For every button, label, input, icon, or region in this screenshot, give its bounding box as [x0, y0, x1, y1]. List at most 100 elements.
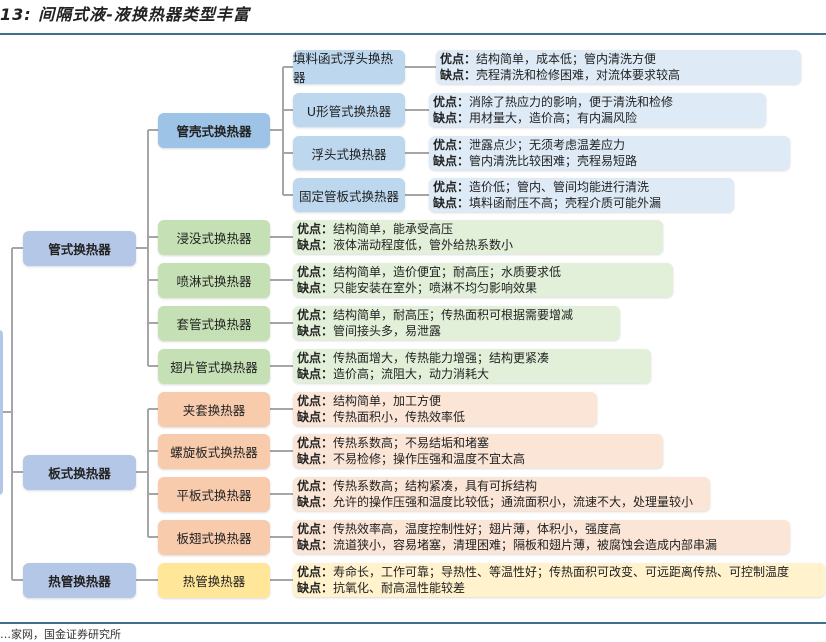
con-label: 缺点： [297, 367, 334, 381]
top-rule [0, 33, 826, 35]
bottom-rule [0, 622, 826, 624]
figure-title: 13: 间隔式液-液换热器类型丰富 [0, 5, 250, 24]
con-text: 管内清洗比较困难；壳程易短路 [469, 154, 638, 168]
con-line: 缺点：传热面积小，传热效率低 [297, 409, 593, 425]
pro-label: 优点： [297, 351, 334, 365]
node-tube-exchanger: 管式换热器 [23, 231, 136, 266]
pro-label: 优点： [297, 436, 334, 450]
shell-tube-0-node: 填料函式浮头换热器 [293, 50, 405, 85]
con-label: 缺点： [297, 238, 334, 252]
shell-tube-2-description: 优点：泄露点少；无须考虑温差应力缺点：管内清洗比较困难；壳程易短路 [429, 136, 790, 170]
pro-line: 优点：传热系数高；结构紧凑，具有可拆结构 [297, 478, 706, 494]
heat-pipe-description: 优点：寿命长，工作可靠；导热性、等温性好；传热面积可改变、可远距离传热、可控制温… [293, 563, 825, 597]
con-label: 缺点： [433, 111, 470, 125]
con-label: 缺点： [433, 196, 470, 210]
shell-tube-3-description: 优点：造价低；管内、管间均能进行清洗缺点：填料函耐压不高；壳程介质可能外漏 [429, 178, 734, 212]
con-label: 缺点： [297, 495, 334, 509]
pro-text: 传热系数高；不易结垢和堵塞 [333, 436, 490, 450]
tube-type-2-description: 优点：结构简单，耐高压；传热面积可根据需要增减缺点：管间接头多，易泄露 [293, 306, 620, 340]
pro-line: 优点：寿命长，工作可靠；导热性、等温性好；传热面积可改变、可远距离传热、可控制温… [297, 564, 821, 580]
pro-text: 结构简单，耐高压；传热面积可根据需要增减 [333, 308, 574, 322]
con-line: 缺点：壳程清洗和检修困难，对流体要求较高 [440, 67, 797, 83]
con-text: 管间接头多，易泄露 [333, 324, 442, 338]
con-label: 缺点： [297, 538, 334, 552]
pro-label: 优点： [297, 265, 334, 279]
con-label: 缺点： [297, 324, 334, 338]
plate-type-0-description: 优点：结构简单，加工方便缺点：传热面积小，传热效率低 [293, 392, 597, 426]
pro-label: 优点： [433, 95, 470, 109]
node-heat-pipe-exchanger: 热管换热器 [23, 563, 136, 598]
con-line: 缺点：用材量大，造价高；有内漏风险 [433, 110, 762, 126]
plate-type-1-description: 优点：传热系数高；不易结垢和堵塞缺点：不易检修；操作压强和温度不宜太高 [293, 434, 663, 468]
con-line: 缺点：抗氧化、耐高温性能较差 [297, 580, 821, 596]
pro-line: 优点：结构简单，加工方便 [297, 393, 593, 409]
con-text: 壳程清洗和检修困难，对流体要求较高 [476, 68, 681, 82]
con-label: 缺点： [433, 154, 470, 168]
con-label: 缺点： [440, 68, 477, 82]
shell-tube-0-description: 优点：结构简单，成本低；管内清洗方便缺点：壳程清洗和检修困难，对流体要求较高 [436, 50, 801, 84]
tube-type-0-description: 优点：结构简单，能承受高压缺点：液体湍动程度低，管外给热系数小 [293, 220, 663, 254]
shell-tube-2-node: 浮头式换热器 [293, 136, 405, 170]
con-line: 缺点：不易检修；操作压强和温度不宜太高 [297, 451, 659, 467]
con-text: 流道狭小，容易堵塞，清理困难；隔板和翅片薄，被腐蚀会造成内部串漏 [333, 538, 718, 552]
pro-line: 优点：结构简单，能承受高压 [297, 221, 659, 237]
con-label: 缺点： [297, 410, 334, 424]
plate-type-2-node: 平板式换热器 [158, 477, 270, 512]
pro-text: 传热面增大，传热能力增强；结构更紧凑 [333, 351, 550, 365]
source-note: …家网，国金证券研究所 [0, 628, 121, 641]
pro-line: 优点：结构简单，耐高压；传热面积可根据需要增减 [297, 307, 616, 323]
pro-label: 优点： [297, 522, 334, 536]
pro-label: 优点： [297, 308, 334, 322]
con-text: 只能安装在室外；喷淋不均匀影响效果 [333, 281, 538, 295]
pro-label: 优点： [297, 394, 334, 408]
pro-text: 结构简单，能承受高压 [333, 222, 454, 236]
con-line: 缺点：填料函耐压不高；壳程介质可能外漏 [433, 195, 730, 211]
con-text: 不易检修；操作压强和温度不宜太高 [333, 452, 526, 466]
pro-line: 优点：造价低；管内、管间均能进行清洗 [433, 179, 730, 195]
pro-line: 优点：结构简单，造价便宜；耐高压；水质要求低 [297, 264, 669, 280]
pro-label: 优点： [297, 565, 334, 579]
shell-tube-1-node: U形管式换热器 [293, 93, 405, 127]
con-line: 缺点：允许的操作压强和温度比较低；通流面积小，流速不大，处理量较小 [297, 494, 706, 510]
pro-line: 优点：传热效率高，温度控制性好；翅片薄，体积小，强度高 [297, 521, 786, 537]
node-plate-exchanger: 板式换热器 [23, 455, 136, 490]
con-line: 缺点：管间接头多，易泄露 [297, 323, 616, 339]
pro-label: 优点： [440, 52, 477, 66]
pro-text: 泄露点少；无须考虑温差应力 [469, 138, 626, 152]
con-label: 缺点： [297, 281, 334, 295]
tube-type-1-description: 优点：结构简单，造价便宜；耐高压；水质要求低缺点：只能安装在室外；喷淋不均匀影响… [293, 263, 673, 297]
pro-label: 优点： [297, 479, 334, 493]
pro-text: 造价低；管内、管间均能进行清洗 [469, 180, 650, 194]
con-line: 缺点：流道狭小，容易堵塞，清理困难；隔板和翅片薄，被腐蚀会造成内部串漏 [297, 537, 786, 553]
pro-text: 传热效率高，温度控制性好；翅片薄，体积小，强度高 [333, 522, 622, 536]
plate-type-3-node: 板翅式换热器 [158, 520, 270, 555]
plate-type-1-node: 螺旋板式换热器 [158, 434, 270, 469]
pro-label: 优点： [433, 138, 470, 152]
pro-text: 传热系数高；结构紧凑，具有可拆结构 [333, 479, 538, 493]
pro-text: 结构简单，造价便宜；耐高压；水质要求低 [333, 265, 562, 279]
shell-tube-1-description: 优点：消除了热应力的影响，便于清洗和检修缺点：用材量大，造价高；有内漏风险 [429, 93, 766, 127]
tube-type-1-node: 喷淋式换热器 [158, 263, 270, 298]
pro-label: 优点： [433, 180, 470, 194]
con-text: 用材量大，造价高；有内漏风险 [469, 111, 638, 125]
tube-type-3-node: 翅片管式换热器 [158, 349, 270, 384]
pro-text: 结构简单，成本低；管内清洗方便 [476, 52, 657, 66]
con-line: 缺点：液体湍动程度低，管外给热系数小 [297, 237, 659, 253]
pro-line: 优点：传热面增大，传热能力增强；结构更紧凑 [297, 350, 647, 366]
tube-type-3-description: 优点：传热面增大，传热能力增强；结构更紧凑缺点：造价高；流阻大，动力消耗大 [293, 349, 651, 383]
node-shell-tube: 管壳式换热器 [158, 113, 270, 148]
con-text: 允许的操作压强和温度比较低；通流面积小，流速不大，处理量较小 [333, 495, 694, 509]
tube-type-0-node: 浸没式换热器 [158, 220, 270, 255]
con-label: 缺点： [297, 452, 334, 466]
con-text: 传热面积小，传热效率低 [333, 410, 466, 424]
con-text: 液体湍动程度低，管外给热系数小 [333, 238, 514, 252]
con-line: 缺点：管内清洗比较困难；壳程易短路 [433, 153, 786, 169]
pro-label: 优点： [297, 222, 334, 236]
tube-type-2-node: 套管式换热器 [158, 306, 270, 341]
pro-text: 消除了热应力的影响，便于清洗和检修 [469, 95, 674, 109]
shell-tube-3-node: 固定管板式换热器 [293, 178, 405, 212]
con-text: 填料函耐压不高；壳程介质可能外漏 [469, 196, 662, 210]
con-line: 缺点：只能安装在室外；喷淋不均匀影响效果 [297, 280, 669, 296]
con-line: 缺点：造价高；流阻大，动力消耗大 [297, 366, 647, 382]
